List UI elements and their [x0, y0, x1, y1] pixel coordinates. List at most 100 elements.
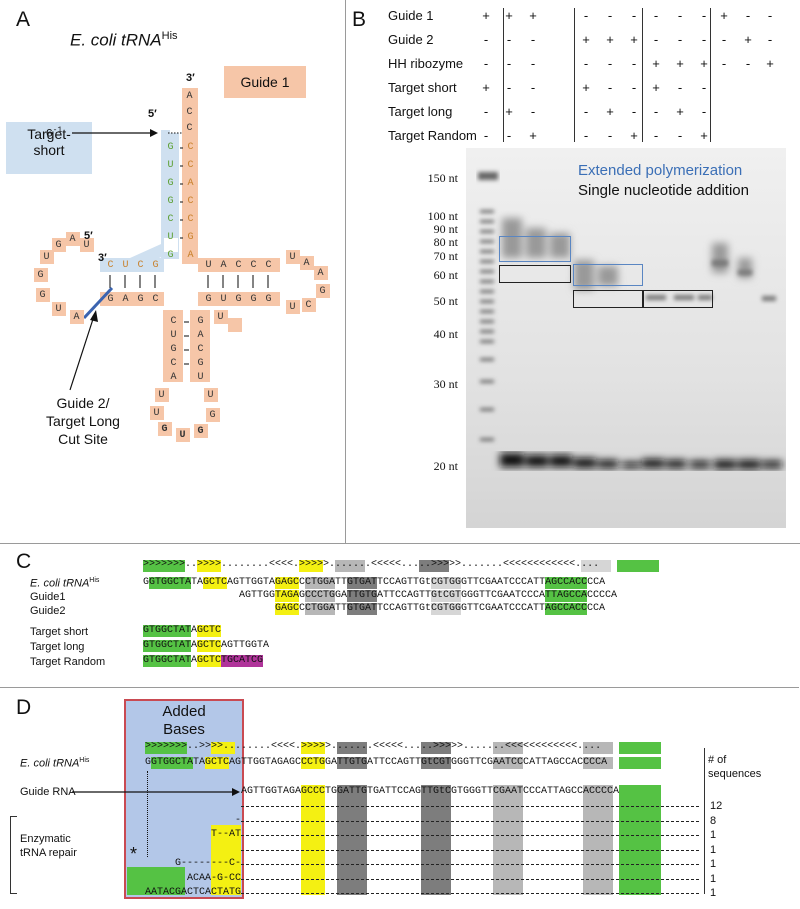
repair-dash-line — [241, 878, 699, 880]
nt-ar-5: G — [187, 232, 194, 243]
nt-t-bot-2: G — [235, 294, 242, 305]
hl-c-short-acc — [143, 625, 191, 637]
sign-r3-c8: - — [701, 80, 707, 95]
sign-r0-c10: - — [745, 8, 751, 23]
panel-a-title-sup: His — [161, 30, 178, 42]
c-label-short: Target short — [30, 626, 89, 638]
nt-dl-1: G — [55, 240, 62, 251]
nt-acl-3: U — [179, 430, 186, 441]
panel-b-letter: B — [352, 8, 367, 31]
sign-r0-c3: - — [583, 8, 589, 23]
sign-r0-c9: + — [720, 8, 728, 23]
nt-t-top-2: C — [235, 260, 242, 271]
panel-a-letter: A — [16, 8, 31, 31]
row-label-target-random: Target Random — [388, 128, 477, 143]
nt-t-top-1: A — [220, 260, 227, 271]
added-bases-label: Added Bases — [162, 703, 206, 738]
sep-2 — [574, 8, 575, 142]
nt-ar-6: A — [187, 250, 194, 261]
d-seq-guide: AGTTGGTAGAGCCCTGGATTGTGATTCCAGTTGtCGTGGG… — [241, 786, 620, 797]
col-yellow-d3 — [301, 785, 325, 895]
nt-t-bot-0: G — [205, 294, 212, 305]
single-add-box-2 — [573, 290, 643, 308]
sign-r3-c6: + — [652, 80, 660, 95]
hl-c-g2-ac5 — [305, 603, 335, 615]
nt-acl-2: G — [161, 424, 168, 435]
c-structure-line: >>>>>>>..>>>>........<<<<.>>>>>.......<<… — [143, 559, 600, 570]
d-label-enzymatic: Enzymatic tRNA repair — [20, 833, 77, 859]
sign-r1-c1: - — [506, 32, 512, 47]
sign-r1-c0: - — [483, 32, 489, 47]
hl-c-rand-d — [197, 655, 221, 667]
asterisk: * — [130, 844, 138, 864]
col-green-acc3 — [619, 785, 661, 895]
sign-r4-c8: - — [701, 104, 707, 119]
hl-c-ecoli-d5 — [203, 577, 227, 589]
sep-1 — [503, 8, 504, 142]
sign-r4-c0: - — [483, 104, 489, 119]
hl-c-ecoli-ac5 — [305, 577, 335, 589]
nt-dl-0: U — [43, 252, 50, 263]
legend-single: Single nucleotide addition — [578, 182, 749, 199]
nt-t-bot-3: G — [250, 294, 257, 305]
repair-prefix: - — [235, 814, 242, 826]
nt-ac-r-4: U — [197, 372, 204, 383]
hl-c-rand-acc — [143, 655, 191, 667]
hl-c-rand-tail — [221, 655, 263, 667]
nt-al-0: G — [167, 142, 174, 153]
nt-t-top-3: C — [250, 260, 257, 271]
hl-c-long-acc — [143, 640, 191, 652]
hl-d-ecoli-ac3 — [421, 757, 451, 769]
sign-r0-c4: - — [607, 8, 613, 23]
sign-r3-c1: - — [506, 80, 512, 95]
sign-r2-c6: + — [652, 56, 660, 71]
hl-c-g1-d3 — [275, 590, 299, 602]
nt-acc-2: C — [186, 123, 193, 134]
panel-c-letter: C — [16, 550, 32, 573]
mw-90: 90 nt — [433, 222, 458, 236]
c-seq-short: GTGGCTATAGCTC — [143, 625, 222, 636]
repair-count: 1 — [710, 872, 717, 885]
nt-d-top-1: U — [122, 260, 129, 271]
hl-d-acc3-struct — [619, 742, 661, 754]
g-minus1-sup: -1 — [52, 126, 63, 135]
d-structure-line: >>>>>>>..>>>>........<<<<.>>>>>.......<<… — [145, 741, 602, 752]
hl-d-d5-struct — [211, 742, 235, 754]
five-prime-top: 5′ — [148, 108, 157, 120]
sign-r1-c10: + — [744, 32, 752, 47]
sign-r3-c4: - — [607, 80, 613, 95]
hl-d-ecoli-ac5 — [337, 757, 367, 769]
sign-r4-c5: - — [631, 104, 637, 119]
hl-c-g1-t5 — [431, 590, 461, 602]
nt-ar-1: C — [187, 160, 194, 171]
nt-t-top-4: C — [265, 260, 272, 271]
hl-c-g2-t5 — [431, 603, 461, 615]
sign-r4-c1: + — [505, 104, 513, 119]
g-minus1-label: G-1 — [46, 126, 62, 141]
d-label-ecoli-sup: His — [79, 757, 90, 764]
nt-t-top-0: U — [205, 260, 212, 271]
nt-al-5: U — [167, 232, 174, 243]
nt-d-top-0: C — [107, 260, 114, 271]
cut-site-label: Guide 2/ Target Long Cut Site — [46, 395, 120, 447]
row-label-guide1: Guide 1 — [388, 8, 434, 23]
mw-70: 70 nt — [433, 249, 458, 263]
nt-tl-0: U — [289, 252, 296, 263]
repair-prefix: AATACGACTCACTATG — [145, 887, 242, 898]
nt-d-bot-1: A — [122, 294, 129, 305]
mw-150: 150 nt — [427, 171, 458, 185]
hl-c-ecoli-t5 — [431, 577, 461, 589]
hl-d-ac3-struct — [421, 742, 451, 754]
nt-d-bot-0: G — [107, 294, 114, 305]
nt-ac-l-1: U — [170, 330, 177, 341]
sign-r0-c5: - — [631, 8, 637, 23]
sign-r2-c3: - — [583, 56, 589, 71]
sign-r1-c11: - — [767, 32, 773, 47]
mw-60: 60 nt — [433, 268, 458, 282]
nt-acc-1: C — [186, 107, 193, 118]
sign-r4-c6: - — [653, 104, 659, 119]
sign-r3-c7: - — [677, 80, 683, 95]
hl-d-ecoli-d3 — [301, 757, 325, 769]
target-short-label: Target- short — [6, 122, 92, 174]
sign-r3-c2: - — [530, 80, 536, 95]
